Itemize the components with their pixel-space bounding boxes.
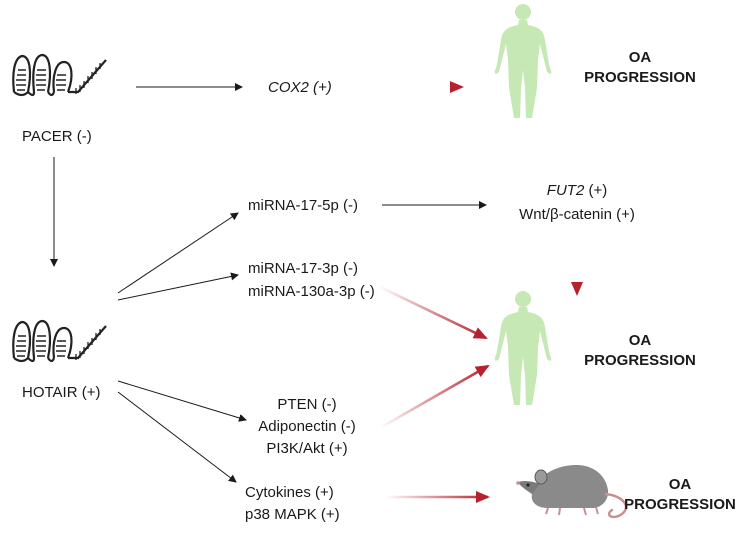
mir130a-label: miRNA-130a-3p (-) [248,283,375,300]
adiponectin-label: Adiponectin (-) [258,418,356,435]
oa-top-line2: PROGRESSION [584,69,696,86]
arrow-hotair-mir17-3p [117,272,239,301]
arrow-mirna-oa [377,284,488,340]
arrow-pten-oa [379,364,490,430]
arrow-hotair-cytokines [117,391,237,483]
mouse-icon [516,464,628,519]
human-figure-icon-middle [494,291,552,405]
cox2-label: COX2 (+) [268,79,332,96]
pacer-label: PACER (-) [22,128,92,145]
arrow-hotair-pten [117,380,247,422]
cytokines-label: Cytokines (+) [245,484,334,501]
wnt-label: Wnt/β-catenin (+) [519,206,635,223]
p38-label: p38 MAPK (+) [245,506,340,523]
fut2-label: FUT2 (+) [547,182,607,199]
pi3k-label: PI3K/Akt (+) [266,440,347,457]
hotair-label: HOTAIR (+) [22,384,100,401]
oa-mid-line2: PROGRESSION [584,352,696,369]
oa-mouse-line2: PROGRESSION [624,496,736,513]
oa-top-line1: OA [629,49,652,66]
mir17-5p-label: miRNA-17-5p (-) [248,197,358,214]
pacer-rna-icon [12,53,108,97]
hotair-rna-icon [12,319,108,363]
oa-mid-line1: OA [629,332,652,349]
pten-label: PTEN (-) [277,396,336,413]
oa-mouse-line1: OA [669,476,692,493]
human-figure-icon-top [494,4,552,118]
arrow-hotair-mir17-5p [117,212,239,294]
mir17-3p-label: miRNA-17-3p (-) [248,260,358,277]
